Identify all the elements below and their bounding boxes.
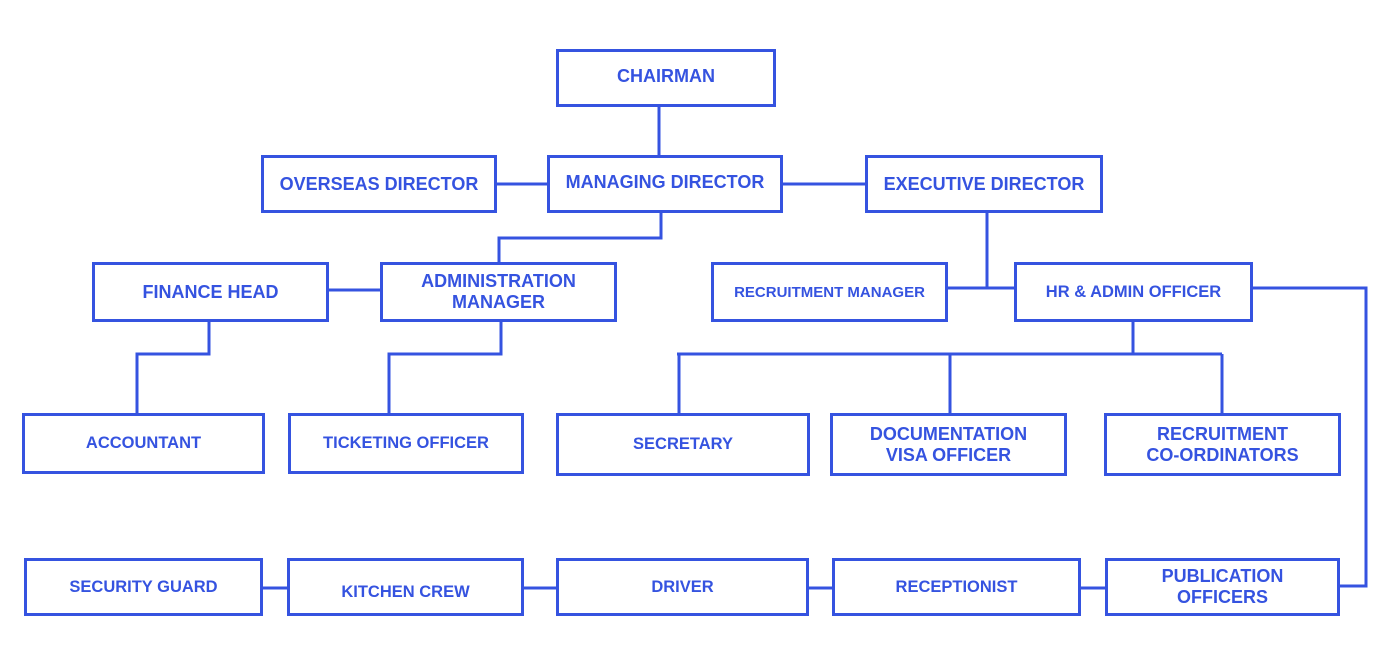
documentation-visa-officer-box: DOCUMENTATION VISA OFFICER [830, 413, 1067, 476]
ticketing-officer-box: TICKETING OFFICER [288, 413, 524, 474]
security-guard-box: SECURITY GUARD [24, 558, 263, 616]
recruitment-manager-box: RECRUITMENT MANAGER [711, 262, 948, 322]
connector-finance-accountant [135, 322, 211, 413]
executive-director-box: EXECUTIVE DIRECTOR [865, 155, 1103, 213]
connector-hr-publication [1252, 286, 1368, 588]
secretary-box: SECRETARY [556, 413, 810, 476]
connector-admin-ticketing [387, 322, 503, 413]
driver-box: DRIVER [556, 558, 809, 616]
accountant-box: ACCOUNTANT [22, 413, 265, 474]
publication-officers-box: PUBLICATION OFFICERS [1105, 558, 1340, 616]
kitchen-crew-box: KITCHEN CREW [287, 558, 524, 616]
receptionist-box: RECEPTIONIST [832, 558, 1081, 616]
connector-md-admin [497, 211, 663, 262]
finance-head-box: FINANCE HEAD [92, 262, 329, 322]
chairman-box: CHAIRMAN [556, 49, 776, 107]
managing-director-box: MANAGING DIRECTOR [547, 155, 783, 213]
administration-manager-box: ADMINISTRATION MANAGER [380, 262, 617, 322]
recruitment-coordinators-box: RECRUITMENT CO-ORDINATORS [1104, 413, 1341, 476]
overseas-director-box: OVERSEAS DIRECTOR [261, 155, 497, 213]
hr-admin-officer-box: HR & ADMIN OFFICER [1014, 262, 1253, 322]
